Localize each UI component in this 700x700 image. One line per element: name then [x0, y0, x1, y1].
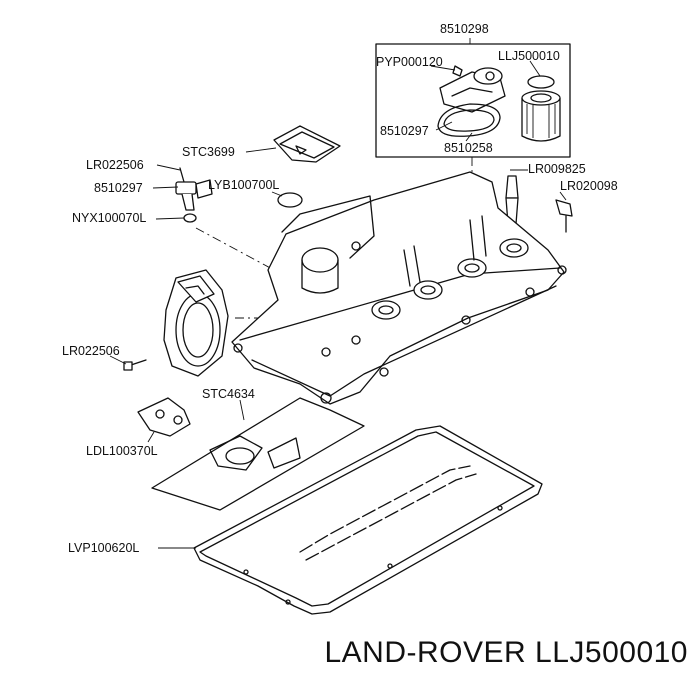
- label-8510298: 8510298: [440, 22, 489, 36]
- separator-kit-inset: [375, 38, 571, 158]
- throttle-body-part: [163, 269, 229, 377]
- part-labels: 8510298 PYP000120 LLJ500010 8510297 8510…: [62, 22, 618, 555]
- label-stc3699: STC3699: [182, 145, 235, 159]
- label-nyx100070l: NYX100070L: [72, 211, 146, 225]
- label-ldl100370l: LDL100370L: [86, 444, 158, 458]
- brand-part-caption: LAND-ROVER LLJ500010: [324, 636, 688, 669]
- sensor-left-part: [152, 164, 213, 223]
- label-lyb100700l: LYB100700L: [208, 178, 279, 192]
- label-llj500010: LLJ500010: [498, 49, 560, 63]
- plug-lr009825-part: [505, 169, 528, 225]
- label-lr022506-mid: LR022506: [62, 344, 120, 358]
- label-lr009825: LR009825: [528, 162, 586, 176]
- bolt-lr022506-part: [109, 355, 147, 371]
- cam-cover-part: [231, 171, 567, 405]
- label-lvp100620l: LVP100620L: [68, 541, 139, 555]
- label-stc4634: STC4634: [202, 387, 255, 401]
- filter-cartridge-part: [521, 75, 561, 142]
- label-pyp000120: PYP000120: [376, 55, 443, 69]
- gasket-stc4634-part: [151, 397, 365, 511]
- separator-cap-part: [439, 67, 506, 113]
- coil-wells: [371, 238, 529, 320]
- label-8510297-inset: 8510297: [380, 124, 429, 138]
- label-lr020098: LR020098: [560, 179, 618, 193]
- gasket-lvp100620l-part: [158, 425, 543, 615]
- label-8510297-left: 8510297: [94, 181, 143, 195]
- oil-filler-cap-part: [245, 125, 341, 163]
- label-lr022506-top: LR022506: [86, 158, 144, 172]
- separator-seal-part: [437, 103, 501, 137]
- gasket-ldl100370l-part: [137, 397, 191, 443]
- sensor-lr020098-part: [555, 191, 573, 233]
- label-8510258: 8510258: [444, 141, 493, 155]
- o-ring-part: [271, 191, 303, 208]
